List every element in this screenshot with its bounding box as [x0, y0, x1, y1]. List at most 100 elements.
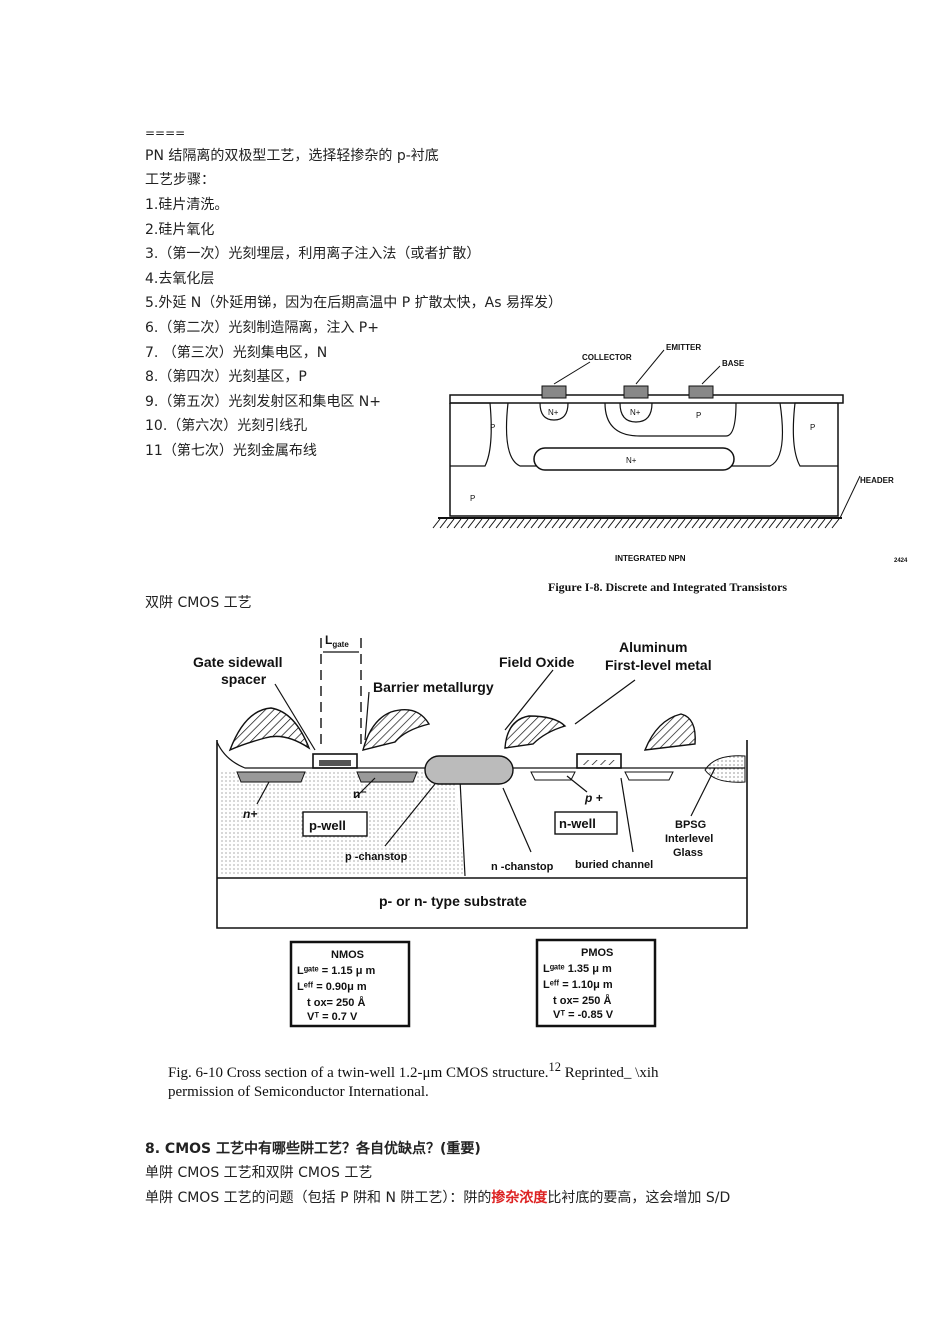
header-hatch-mark [824, 518, 833, 529]
process-step: 4.去氧化层 [145, 270, 215, 287]
header-hatch-mark [530, 518, 539, 529]
process-step: 6.（第二次）光刻制造隔离，注入 P+ [145, 320, 379, 336]
first-level-label: First-level metal [605, 657, 712, 673]
well-boundary [459, 779, 466, 877]
pmos-tox: t ox= 250 Å [553, 994, 611, 1007]
p-base-label: P [696, 411, 701, 420]
nmos-gate-poly [319, 760, 351, 766]
collector-nplus [539, 402, 569, 421]
isolation-right [792, 402, 838, 467]
header-hatch-mark [642, 518, 651, 529]
field-oxide-label: Field Oxide [499, 654, 575, 670]
header-hatch-mark [593, 518, 602, 529]
header-hatch-mark [740, 518, 749, 529]
header-hatch-mark [712, 518, 721, 529]
figure-i8-caption: Figure I-8. Discrete and Integrated Tran… [548, 580, 788, 594]
n-well-box [554, 811, 618, 835]
header-hatch-mark [677, 518, 686, 529]
process-step: 11（第七次）光刻金属布线 [145, 443, 317, 459]
wafer-outline [216, 740, 748, 929]
surface-line [216, 741, 745, 769]
caption-tail: Reprinted_ \xih [564, 1065, 659, 1081]
header-hatch-mark [523, 518, 532, 529]
q8-line2: 单阱 CMOS 工艺的问题（包括 P 阱和 N 阱工艺）：阱的掺杂浓度比衬底的要… [145, 1189, 730, 1207]
barrier-leader [364, 691, 370, 741]
steps-heading: 工艺步骤： [145, 172, 215, 188]
header-hatch-mark [495, 518, 504, 529]
header-hatch-mark [551, 518, 560, 529]
header-hatch-mark [747, 518, 756, 529]
aluminum-leader [574, 679, 636, 725]
header-hatch-mark [600, 518, 609, 529]
p-left-label: P [490, 423, 495, 432]
integrated-npn-label: INTEGRATED NPN [615, 554, 686, 563]
n-well-label: n-well [559, 816, 596, 831]
header-hatch-mark [726, 518, 735, 529]
header-hatch-mark [768, 518, 777, 529]
header-hatch-mark [796, 518, 805, 529]
p-plus-leader [566, 775, 588, 793]
header-hatch-mark [698, 518, 707, 529]
pmos-lgate: Lᵍᵃᵗᵉ 1.35 μ m [543, 963, 612, 975]
pmos-metal-left [504, 715, 567, 749]
interlevel-label: Interlevel [665, 833, 713, 845]
header-hatch-mark [782, 518, 791, 529]
nmos-metal-right [362, 709, 431, 751]
header-hatch-mark [803, 518, 812, 529]
collector-contact [541, 385, 567, 399]
nmos-title: NMOS [331, 949, 364, 961]
header-hatch-mark [810, 518, 819, 529]
glass-label: Glass [673, 847, 703, 859]
n-plus-leader [256, 781, 270, 805]
collector-label: COLLECTOR [582, 353, 632, 362]
base-contact [688, 385, 714, 399]
spacer-label: spacer [221, 671, 267, 687]
header-hatch-mark [453, 518, 462, 529]
header-hatch-mark [579, 518, 588, 529]
bpsg-label: BPSG [675, 819, 706, 831]
header-hatch-mark [831, 518, 840, 529]
header-hatch-mark [565, 518, 574, 529]
header-hatch-mark [614, 518, 623, 529]
header-hatch-mark [733, 518, 742, 529]
p-substrate-label: P [470, 494, 475, 503]
header-hatch-mark [509, 518, 518, 529]
header-hatch-mark [635, 518, 644, 529]
field-oxide [424, 755, 514, 785]
header-leader [839, 475, 861, 519]
nmos-drain [356, 771, 418, 783]
header-hatch-mark [761, 518, 770, 529]
q8-line2-pre: 单阱 CMOS 工艺的问题（包括 P 阱和 N 阱工艺）：阱的 [145, 1190, 492, 1206]
process-step: 1.硅片清洗。 [145, 197, 229, 213]
p-well-label: p-well [309, 818, 346, 833]
emitter-contact [623, 385, 649, 399]
p-chanstop-label: p -chanstop [345, 851, 408, 863]
header-hatch-mark [481, 518, 490, 529]
lgate-label: Lgate [325, 633, 349, 649]
pmos-source [530, 771, 576, 781]
header-hatch-mark [502, 518, 511, 529]
header-hatch-mark [789, 518, 798, 529]
nmos-vt: Vᵀ = 0.7 V [307, 1011, 358, 1023]
p-chanstop-leader [384, 783, 436, 847]
header-hatch-mark [670, 518, 679, 529]
n-minus-leader [354, 777, 376, 799]
caption-ref: 12 [548, 1060, 562, 1074]
header-hatch-mark [446, 518, 455, 529]
header-hatch-mark [649, 518, 658, 529]
p-plus-label: p + [584, 791, 603, 805]
isolation-left [450, 402, 492, 467]
collector-leader [553, 361, 591, 385]
pmos-param-box [535, 938, 657, 1028]
n-minus-label: n⁻ [353, 787, 367, 801]
header-hatch-mark [516, 518, 525, 529]
header-hatch-mark [586, 518, 595, 529]
header-hatch-mark [691, 518, 700, 529]
nplus-emitter-label: N+ [630, 408, 641, 417]
gate-sidewall-label: Gate sidewall [193, 654, 282, 670]
substrate-label: p- or n- type substrate [379, 893, 527, 909]
emitter-leader [635, 349, 665, 385]
p-right-label: P [810, 423, 815, 432]
buried-layer [533, 447, 735, 471]
header-hatch-mark [572, 518, 581, 529]
